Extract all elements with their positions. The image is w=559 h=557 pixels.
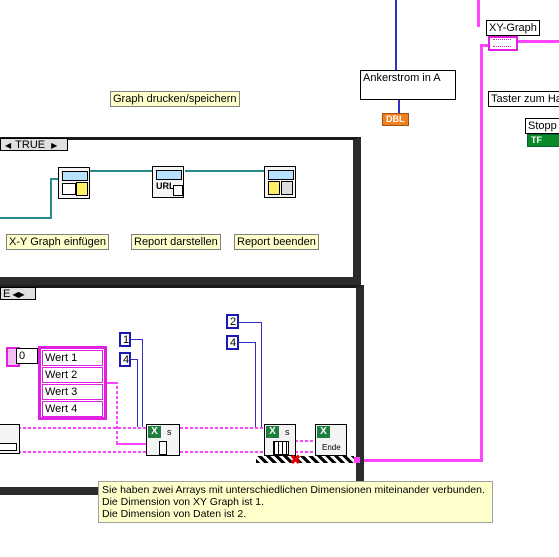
excel-x-icon: X (266, 426, 279, 438)
report-beenden-vi-icon[interactable] (264, 166, 296, 198)
column-icon (159, 441, 167, 455)
selector-dropdown-icon[interactable]: ◀▶ (12, 290, 25, 299)
dots-icon (0, 443, 17, 451)
wire-const1-h[interactable] (131, 339, 143, 340)
url-icon: URL (156, 181, 175, 191)
selector-decrement-icon[interactable]: ◀ (5, 141, 12, 150)
numeric-constant-4a[interactable]: 4 (119, 352, 131, 367)
label-stopp: Stopp (525, 118, 559, 134)
label-report-darstellen: Report darstellen (131, 234, 221, 250)
selector-increment-icon[interactable]: ▶ (51, 141, 58, 150)
excel-array-vi-1-icon[interactable]: X s (146, 424, 180, 456)
numeric-constant-2[interactable]: 2 (226, 314, 239, 329)
numeric-constant-4b[interactable]: 4 (226, 335, 239, 350)
excel-x-icon: X (148, 426, 161, 438)
array-element[interactable]: Wert 4 (42, 401, 103, 417)
string-array-wire-h2[interactable] (116, 443, 146, 445)
broken-wire-x-icon[interactable]: ✖ (290, 452, 301, 467)
report-glyph-icon (156, 170, 182, 180)
string-icon: s (167, 427, 172, 437)
label-xy-graph: XY-Graph (486, 20, 540, 36)
broken-wire-hatch[interactable] (256, 456, 354, 463)
doc-add-icon (76, 182, 88, 196)
error-line-3: Die Dimension von Daten ist 2. (102, 508, 247, 520)
refnum-wire-2[interactable] (50, 178, 52, 219)
string-wire-left-bottom[interactable] (18, 451, 148, 453)
doc-icon (173, 185, 183, 196)
excel-node-left-icon[interactable] (0, 424, 20, 454)
xy-graph-einfuegen-vi-icon[interactable] (58, 167, 90, 199)
string-array-wire-v[interactable] (116, 382, 118, 444)
refnum-wire-3[interactable] (50, 178, 59, 180)
dbl-terminal[interactable]: DBL (382, 113, 409, 126)
wire-junction-icon (354, 457, 360, 463)
label-report-beenden: Report beenden (234, 234, 319, 250)
selector-value: E (3, 288, 11, 300)
ende-text: Ende (322, 443, 341, 452)
label-graph-print: Graph drucken/speichern (110, 91, 240, 107)
label-taster: Taster zum Ha (488, 91, 559, 107)
ankerstrom-text: Ankerstrom in A (363, 72, 441, 84)
label-ankerstrom: Ankerstrom in A (360, 70, 456, 100)
string-wire-right[interactable] (295, 440, 315, 442)
report-glyph-icon (62, 171, 88, 181)
excel-array-vi-2-icon[interactable]: X s (264, 424, 296, 456)
xy-graph-wire-right[interactable] (513, 40, 559, 43)
wire-const4a-h[interactable] (131, 359, 138, 360)
wire-const4b-h[interactable] (239, 342, 256, 343)
case-structure-upper[interactable] (0, 137, 361, 285)
xy-graph-wire-bottom[interactable] (355, 459, 483, 462)
error-line-2: Die Dimension von XY Graph ist 1. (102, 496, 265, 508)
wire-const2-h[interactable] (239, 322, 262, 323)
array-element[interactable]: Wert 3 (42, 384, 103, 400)
excel-x-icon: X (317, 426, 330, 438)
table-icon (273, 441, 289, 455)
string-wire-mid-bottom[interactable] (180, 451, 265, 453)
excel-ende-vi-icon[interactable]: X Ende (315, 424, 347, 456)
string-icon: s (285, 427, 290, 437)
wire-const1-v[interactable] (142, 339, 143, 428)
error-line-1: Sie haben zwei Arrays mit unterschiedlic… (102, 484, 485, 496)
selector-value: TRUE (15, 139, 46, 151)
array-element[interactable]: Wert 2 (42, 367, 103, 383)
xy-graph-wire-main[interactable] (480, 44, 483, 462)
label-xy-einfuegen: X-Y Graph einfügen (6, 234, 110, 250)
refnum-wire-1[interactable] (0, 217, 52, 219)
graph-glyph-icon (493, 39, 511, 47)
case-selector-true[interactable]: ◀TRUE ▶ (0, 138, 68, 151)
report-glyph-icon (268, 170, 294, 180)
case-selector-lower[interactable]: E◀▶ (0, 287, 36, 300)
graph-mini-icon (62, 183, 76, 195)
error-message: Sie haben zwei Arrays mit unterschiedlic… (98, 481, 493, 523)
numeric-constant-1[interactable]: 1 (119, 332, 131, 347)
doc-icon (268, 181, 280, 195)
xy-graph-terminal-icon[interactable] (488, 36, 518, 51)
wire-const2-v[interactable] (261, 322, 262, 428)
index-constant[interactable]: 0 (16, 348, 38, 364)
string-wire-right-bottom[interactable] (295, 451, 315, 453)
refnum-wire-4[interactable] (90, 170, 152, 172)
ankerstrom-wire-lower[interactable] (398, 99, 400, 115)
array-element[interactable]: Wert 1 (42, 350, 103, 366)
xy-graph-wire-vertical[interactable] (477, 0, 480, 27)
tf-terminal[interactable]: TF (527, 134, 559, 147)
xy-graph-wire-top[interactable] (480, 44, 490, 47)
report-darstellen-vi-icon[interactable]: URL (152, 166, 184, 198)
string-wire-mid-top[interactable] (180, 427, 265, 429)
wire-const4b-v[interactable] (255, 342, 256, 428)
string-array-wire-h[interactable] (107, 382, 117, 384)
string-array-constant[interactable]: Wert 1 Wert 2 Wert 3 Wert 4 (38, 346, 107, 420)
refnum-wire-5[interactable] (185, 170, 265, 172)
trash-icon (281, 181, 293, 195)
string-wire-left-top[interactable] (18, 427, 148, 429)
wire-const4a-v[interactable] (137, 359, 138, 428)
ankerstrom-wire[interactable] (395, 0, 397, 72)
